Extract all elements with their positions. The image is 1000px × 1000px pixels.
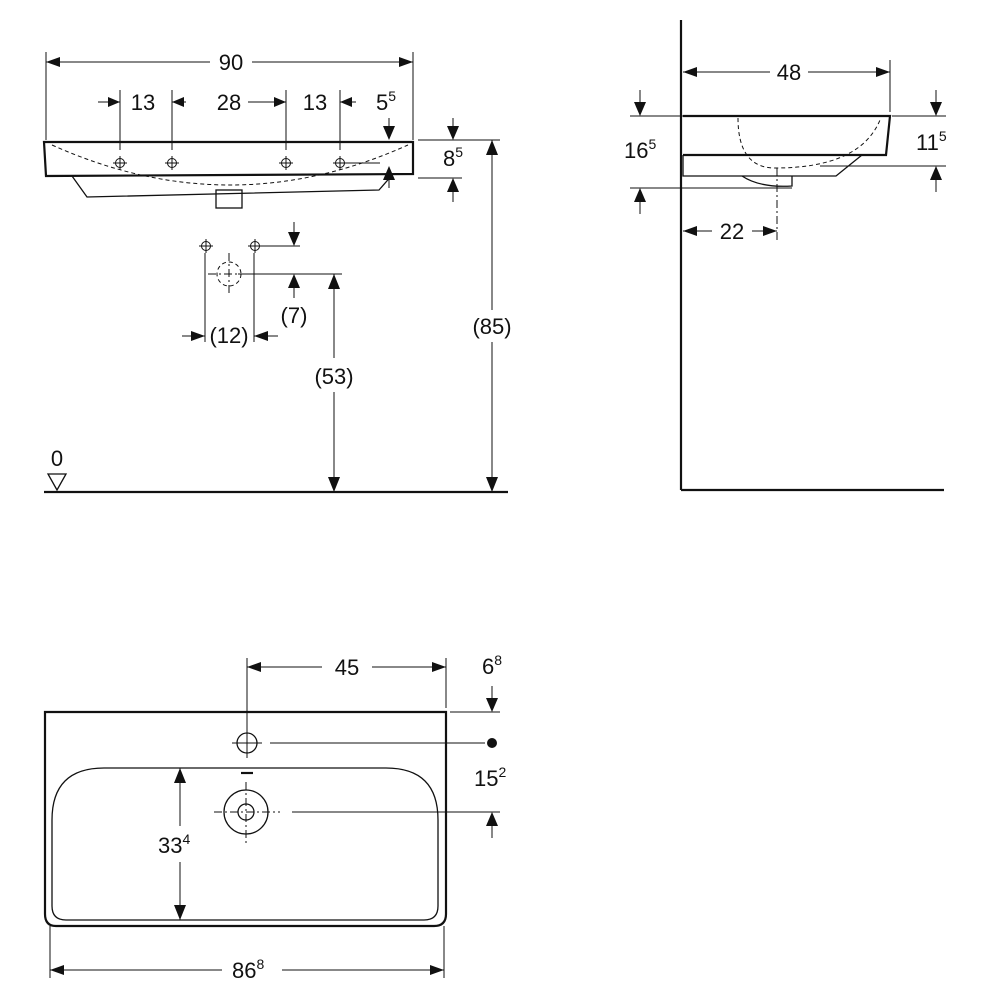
label-bowl-depth-side: 115 <box>916 128 947 155</box>
floor-level-marker <box>46 473 68 492</box>
label-rim-depth: 165 <box>624 136 656 163</box>
label-tap-offset: 45 <box>335 655 359 680</box>
tap-hole-mark <box>164 155 180 171</box>
basin-bowl-hidden <box>51 144 409 186</box>
dim-tap-spacing: 13 28 13 55 <box>98 88 396 188</box>
tap-hole-mark <box>332 155 348 171</box>
dim-drain-from-tap: 152 <box>474 764 506 838</box>
valve-mark <box>247 238 263 254</box>
drain-outlet <box>215 189 243 209</box>
label-width: 90 <box>219 50 243 75</box>
valve-mark <box>198 238 214 254</box>
basin-top-bowl <box>51 767 439 921</box>
label-rim-height: 85 <box>443 144 463 171</box>
tap-hole-dot <box>487 738 497 748</box>
label-mid-spacing: 28 <box>217 90 241 115</box>
label-drain-from-tap: 152 <box>474 764 506 791</box>
front-view: 90 13 28 13 55 <box>42 50 512 494</box>
tap-hole-mark <box>112 155 128 171</box>
dim-tap-offset-45: 45 <box>246 655 447 730</box>
dim-rim-depth: 165 <box>624 90 792 214</box>
label-drain-height: (53) <box>314 364 353 389</box>
label-valve-spacing: (12) <box>209 323 248 348</box>
dim-tap-from-back: 68 <box>450 652 502 713</box>
dim-valve-spacing: (12) <box>182 323 278 348</box>
top-view: 45 68 152 334 <box>43 652 506 983</box>
label-left-offset: 13 <box>131 90 155 115</box>
dim-drain-height: (53) <box>238 273 354 492</box>
basin-side-bowl-hidden <box>737 117 881 169</box>
dim-bowl-depth-side: 115 <box>820 90 947 192</box>
label-tap-from-back: 68 <box>482 652 502 679</box>
label-drain-distance: 22 <box>720 219 744 244</box>
dim-valve-offset: (7) <box>281 222 308 328</box>
label-depth: 48 <box>777 60 801 85</box>
label-bowl-width: 868 <box>232 956 264 983</box>
side-drain <box>741 175 793 187</box>
basin-front-outline <box>42 140 415 178</box>
dim-bowl-depth-top: 334 <box>158 768 190 920</box>
basin-side-outline <box>683 114 892 157</box>
dim-width-90: 90 <box>45 50 414 140</box>
label-valve-offset: (7) <box>281 303 308 328</box>
label-bowl-depth-top: 334 <box>158 831 190 858</box>
basin-top-outline <box>43 710 448 928</box>
dim-depth-48: 48 <box>683 60 891 112</box>
label-floor-level: 0 <box>51 446 63 471</box>
label-edge-offset: 55 <box>376 88 396 115</box>
label-total-height: (85) <box>472 314 511 339</box>
dim-drain-distance: 22 <box>683 219 777 244</box>
dim-bowl-width: 868 <box>49 926 445 983</box>
dim-total-height: (85) <box>472 140 512 492</box>
dim-rim-height: 85 <box>418 118 500 202</box>
basin-front-lower <box>71 173 394 198</box>
side-view: 48 165 115 <box>624 20 947 492</box>
label-right-offset: 13 <box>303 90 327 115</box>
tap-hole-mark <box>278 155 294 171</box>
